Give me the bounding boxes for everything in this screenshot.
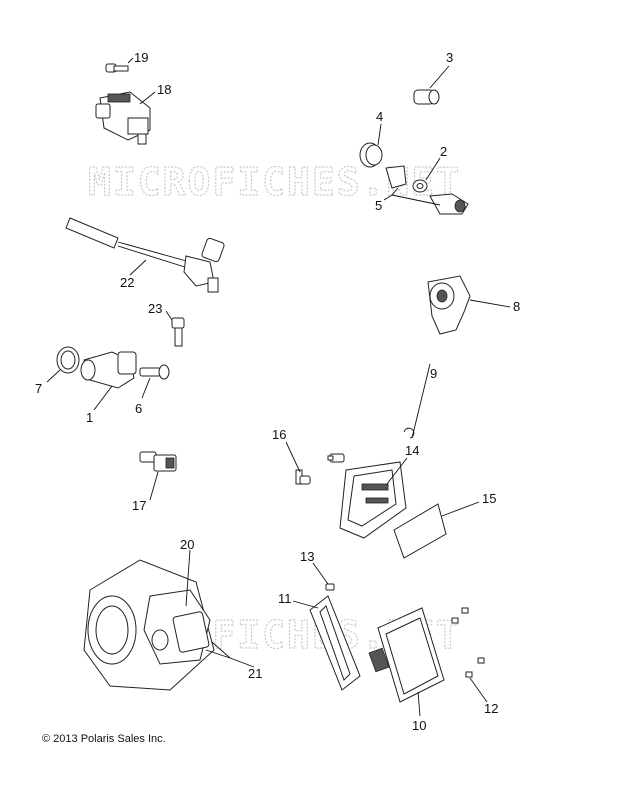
part-1-cam-sensor — [80, 351, 137, 389]
callout-10: 10 — [412, 718, 426, 733]
part-11-bracket — [309, 595, 361, 691]
part-20-throttle-body — [83, 559, 215, 691]
callout-8: 8 — [513, 299, 520, 314]
callout-14: 14 — [405, 443, 419, 458]
callout-15: 15 — [482, 491, 496, 506]
part-19-bolt — [105, 63, 129, 73]
part-10-ecu — [368, 607, 445, 703]
part-3-plug — [413, 89, 440, 105]
callout-2: 2 — [440, 144, 447, 159]
part-22-speed-sensor — [65, 217, 225, 293]
callout-4: 4 — [376, 109, 383, 124]
callout-7: 7 — [35, 381, 42, 396]
callout-19: 19 — [134, 50, 148, 65]
part-16-bolt — [295, 453, 345, 485]
callout-6: 6 — [135, 401, 142, 416]
part-14-ecu-housing — [339, 461, 407, 539]
part-5-assembly — [385, 165, 469, 215]
callout-17: 17 — [132, 498, 146, 513]
part-4-cap — [359, 142, 383, 168]
callout-13: 13 — [300, 549, 314, 564]
callout-3: 3 — [446, 50, 453, 65]
part-15-gasket — [393, 503, 447, 559]
part-18-map-sensor — [95, 91, 151, 145]
callout-9: 9 — [430, 366, 437, 381]
callout-23: 23 — [148, 301, 162, 316]
part-7-o-ring — [56, 346, 80, 374]
callout-16: 16 — [272, 427, 286, 442]
part-17-temp-sensor — [139, 451, 177, 472]
part-6-screw — [139, 364, 170, 380]
part-12-bolts — [451, 607, 485, 678]
callout-12: 12 — [484, 701, 498, 716]
callout-21: 21 — [248, 666, 262, 681]
callout-1: 1 — [86, 410, 93, 425]
callout-20: 20 — [180, 537, 194, 552]
part-2-washer — [412, 179, 428, 193]
part-23-bolt — [171, 317, 185, 347]
copyright-notice: © 2013 Polaris Sales Inc. — [42, 733, 166, 745]
callout-22: 22 — [120, 275, 134, 290]
callout-18: 18 — [157, 82, 171, 97]
callout-11: 11 — [278, 591, 292, 606]
part-8-knock-sensor — [427, 275, 471, 335]
part-13-bolt — [325, 583, 335, 591]
callout-5: 5 — [375, 198, 382, 213]
